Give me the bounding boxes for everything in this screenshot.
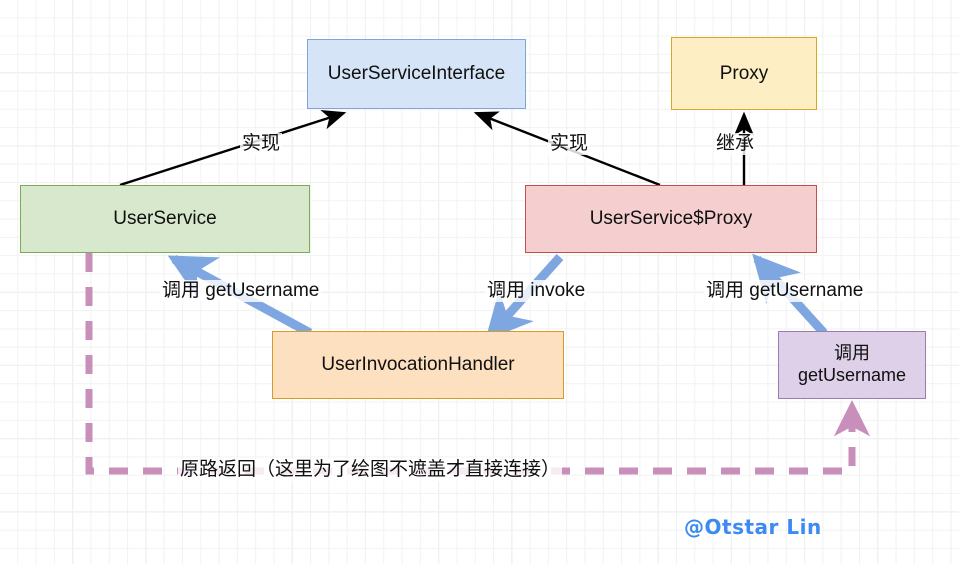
edge-label-inherits: 继承 [714,133,757,155]
node-proxy[interactable]: Proxy [671,37,817,110]
edge-label-call-get-username-left: 调用 getUsername [160,280,322,302]
node-user-service-interface[interactable]: UserServiceInterface [307,39,526,109]
edge-label-return-path: 原路返回（这里为了绘图不遮盖才直接连接） [178,459,563,481]
edge-label-call-get-username-right: 调用 getUsername [704,280,866,302]
edge-label-implements-right: 实现 [548,133,591,155]
edge-implements-user-service [119,110,347,187]
node-user-invocation-handler[interactable]: UserInvocationHandler [272,331,564,399]
node-label: UserServiceInterface [327,63,506,85]
watermark-author: @Otstar Lin [684,515,822,539]
node-label: UserService$Proxy [589,208,753,230]
node-call-get-username-box[interactable]: 调用 getUsername [778,331,926,399]
edge-label-call-invoke: 调用 invoke [485,280,588,302]
node-label: 调用 getUsername [797,343,907,385]
node-label: UserInvocationHandler [321,354,515,376]
node-label: Proxy [719,62,769,84]
node-user-service[interactable]: UserService [20,185,310,253]
node-user-service-proxy[interactable]: UserService$Proxy [525,185,817,253]
node-label: UserService [113,208,217,230]
edge-label-implements-left: 实现 [240,133,283,155]
